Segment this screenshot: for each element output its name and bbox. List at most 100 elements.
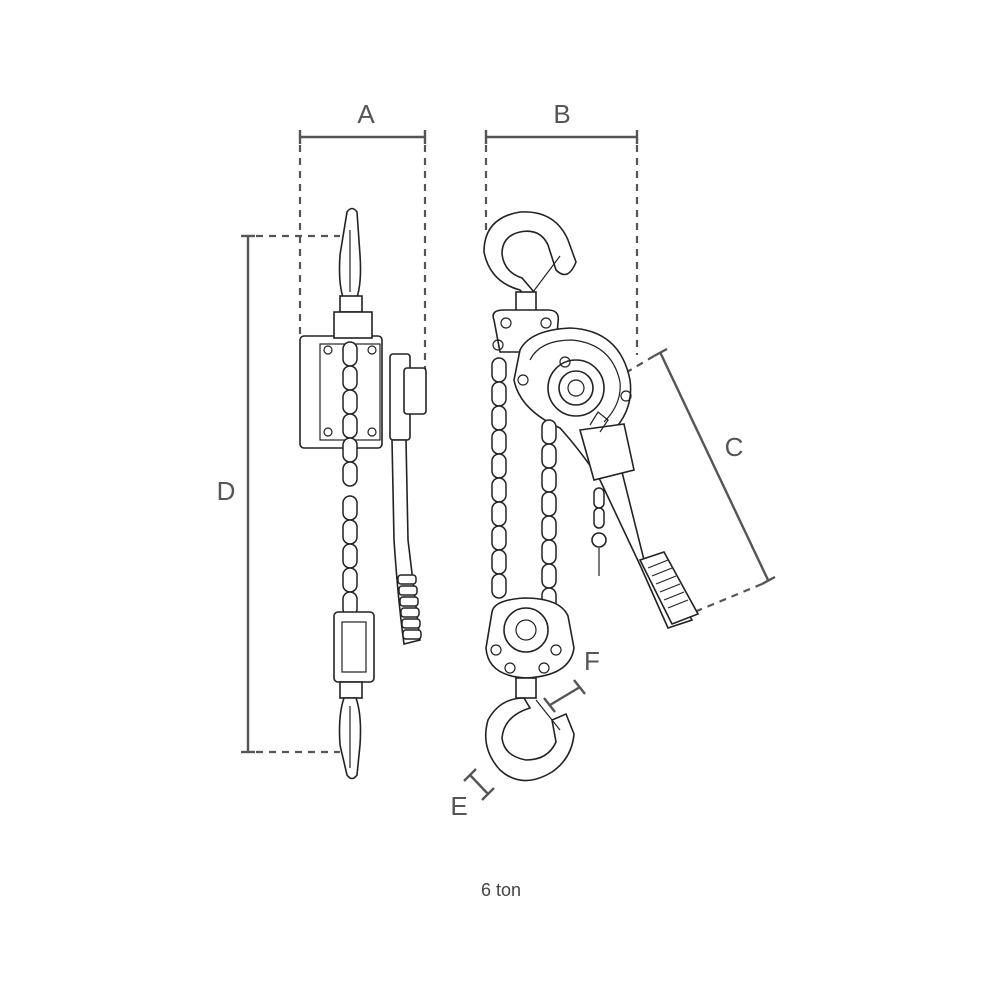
top-hook-latch bbox=[529, 255, 561, 297]
ratchet-center bbox=[567, 379, 585, 397]
dimension-d: D bbox=[217, 234, 340, 754]
lever-grip-front-ridge-5 bbox=[663, 591, 685, 601]
load-chain-left-fall-link-5 bbox=[491, 453, 507, 479]
top-frame-bolt-2 bbox=[540, 317, 552, 329]
bottom-block-bolt-4 bbox=[538, 662, 550, 674]
load-chain-side-link-3 bbox=[342, 389, 358, 415]
load-chain-side-link-5 bbox=[342, 437, 358, 463]
load-chain-side-link-9 bbox=[342, 543, 358, 569]
load-chain-side-link-7 bbox=[342, 495, 358, 521]
selector-window bbox=[578, 423, 635, 481]
dimension-e-tick-b bbox=[481, 787, 495, 801]
dimension-a-label: A bbox=[357, 99, 375, 129]
load-chain-right-fall-link-5 bbox=[541, 515, 557, 541]
load-chain-side bbox=[342, 341, 358, 617]
load-chain-left-fall-link-8 bbox=[491, 525, 507, 551]
lever-grip-front-ridge-6 bbox=[667, 599, 689, 609]
lever-grip-side-ridge-4 bbox=[400, 607, 420, 618]
bottom-sheave bbox=[503, 607, 549, 653]
slack-chain-link-1 bbox=[593, 487, 605, 509]
dimension-f-label: F bbox=[584, 646, 600, 676]
selector-pawl bbox=[589, 411, 609, 433]
ratchet-cap-side bbox=[403, 367, 427, 415]
load-chain-left-fall-link-3 bbox=[491, 405, 507, 431]
capacity-caption: 6 ton bbox=[481, 880, 521, 900]
dimension-e-line bbox=[469, 774, 489, 795]
lever-grip-side-ridge-2 bbox=[398, 585, 418, 596]
load-chain-left-fall-link-6 bbox=[491, 477, 507, 503]
lever-grip-side-ridge-6 bbox=[402, 629, 422, 640]
bolt-side-3 bbox=[367, 345, 377, 355]
load-chain-side-link-4 bbox=[342, 413, 358, 439]
dimension-f-line bbox=[549, 685, 581, 707]
bottom-sheave-axle bbox=[515, 619, 537, 641]
bottom-swivel-front bbox=[515, 677, 537, 699]
dimension-c-tick-top bbox=[653, 347, 668, 358]
hoist-side-view bbox=[299, 207, 427, 780]
load-chain-left-fall-link-4 bbox=[491, 429, 507, 455]
dimension-e-tick-a bbox=[463, 768, 477, 782]
top-swivel-side bbox=[339, 295, 363, 313]
hoist-front-view bbox=[483, 211, 700, 782]
load-chain-right-fall-link-3 bbox=[541, 467, 557, 493]
bottom-hook-latch bbox=[535, 699, 561, 731]
lever-grip-front-ridge-2 bbox=[651, 567, 673, 577]
dimension-c-line bbox=[658, 351, 770, 581]
load-chain-side-link-10 bbox=[342, 567, 358, 593]
dimension-c-label: C bbox=[725, 432, 744, 462]
load-chain-right-fall-link-6 bbox=[541, 539, 557, 565]
top-frame-bolt-1 bbox=[500, 317, 512, 329]
dimension-e-label: E bbox=[450, 791, 467, 821]
lever-grip-front-ridge-4 bbox=[659, 583, 681, 593]
dimension-f: F bbox=[543, 646, 600, 713]
dimension-b-label: B bbox=[553, 99, 570, 129]
top-hook-front bbox=[483, 211, 577, 302]
body-top-bracket-side bbox=[333, 311, 373, 339]
bolt-side-2 bbox=[323, 427, 333, 437]
slack-chain bbox=[591, 487, 607, 576]
dimension-f-tick-b bbox=[573, 679, 586, 695]
load-chain-left-fall-link-7 bbox=[491, 501, 507, 527]
ratchet-knob bbox=[558, 370, 594, 406]
load-chain-left-fall-link-1 bbox=[491, 357, 507, 383]
lever-grip-front-ridge-3 bbox=[655, 575, 677, 585]
bottom-swivel-side bbox=[339, 681, 363, 699]
bottom-block-bolt-3 bbox=[504, 662, 516, 674]
dimension-b: B bbox=[484, 99, 639, 355]
lever-bolt-2 bbox=[559, 356, 571, 368]
dimension-e: E bbox=[450, 768, 495, 821]
slack-chain-end bbox=[591, 532, 607, 548]
lever-grip-front bbox=[638, 551, 700, 626]
load-chain-left-fall-link-2 bbox=[491, 381, 507, 407]
load-chain-right-fall-link-7 bbox=[541, 563, 557, 589]
dimension-a: A bbox=[298, 99, 427, 372]
lever-grip-side bbox=[397, 574, 422, 640]
bottom-hook-front bbox=[484, 697, 575, 782]
top-frame-bolt-3 bbox=[492, 339, 504, 351]
bottom-block-bolt-1 bbox=[490, 644, 502, 656]
lever-bolt-1 bbox=[517, 374, 529, 386]
dimension-c-extension-bottom bbox=[679, 582, 763, 620]
dimension-d-label: D bbox=[217, 476, 236, 506]
load-chain-right-fall bbox=[541, 419, 557, 613]
load-chain-side-link-1 bbox=[342, 341, 358, 367]
load-chain-side-link-6 bbox=[342, 461, 358, 487]
load-chain-side-link-8 bbox=[342, 519, 358, 545]
load-chain-left-fall-link-10 bbox=[491, 573, 507, 599]
load-chain-left-fall bbox=[491, 357, 507, 599]
slack-chain-link-2 bbox=[593, 507, 605, 529]
lever-bolt-3 bbox=[620, 390, 632, 402]
lever-grip-side-ridge-5 bbox=[401, 618, 421, 629]
dimension-c-tick-bottom bbox=[761, 575, 776, 586]
bolt-side-4 bbox=[367, 427, 377, 437]
load-chain-right-fall-link-4 bbox=[541, 491, 557, 517]
bottom-block-side-inner bbox=[341, 621, 367, 673]
bottom-block-bolt-2 bbox=[550, 644, 562, 656]
load-chain-right-fall-link-2 bbox=[541, 443, 557, 469]
lever-grip-side-ridge-1 bbox=[397, 574, 417, 585]
load-chain-right-fall-link-1 bbox=[541, 419, 557, 445]
lever-body-outline bbox=[529, 339, 621, 423]
dimension-f-tick-a bbox=[543, 697, 556, 713]
